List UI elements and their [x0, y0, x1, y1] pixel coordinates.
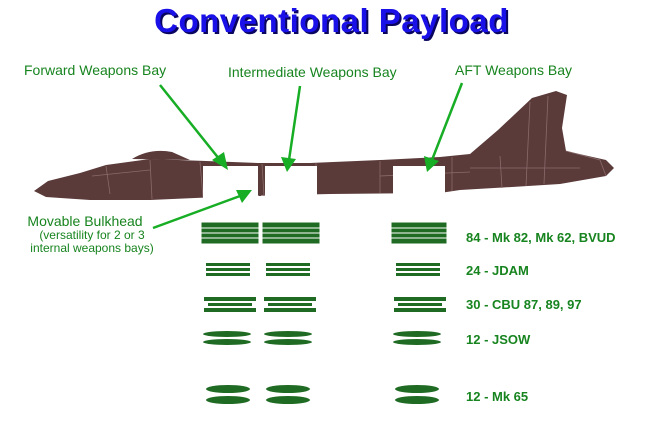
aircraft-silhouette: [34, 91, 614, 200]
page-title: Conventional Payload: [154, 2, 509, 39]
cbu-icons: [204, 297, 446, 312]
forward-bay-label: Forward Weapons Bay: [24, 62, 167, 78]
bulkhead-note-line1: (versatility for 2 or 3: [39, 228, 145, 242]
mk82-rack-icons: [201, 222, 447, 244]
pointer-arrows: [152, 82, 464, 230]
weapon-icons: [201, 222, 447, 404]
jdam-icons: [206, 263, 440, 276]
aft-bay-label: AFT Weapons Bay: [455, 62, 572, 78]
mk65-icons: [206, 385, 439, 404]
bulkhead-label-group: Movable Bulkhead (versatility for 2 or 3…: [12, 213, 172, 255]
loadout-jsow: 12 - JSOW: [466, 332, 531, 347]
loadout-mk82: 84 - Mk 82, Mk 62, BVUD: [466, 230, 616, 245]
jsow-icons: [203, 331, 441, 345]
loadout-mk65: 12 - Mk 65: [466, 389, 529, 404]
bulkhead-note-line2: internal weapons bays): [30, 241, 154, 255]
loadout-jdam: 24 - JDAM: [466, 263, 529, 278]
intermediate-bay-label: Intermediate Weapons Bay: [228, 64, 397, 80]
bulkhead-label: Movable Bulkhead: [27, 213, 143, 229]
loadout-cbu: 30 - CBU 87, 89, 97: [466, 297, 582, 312]
